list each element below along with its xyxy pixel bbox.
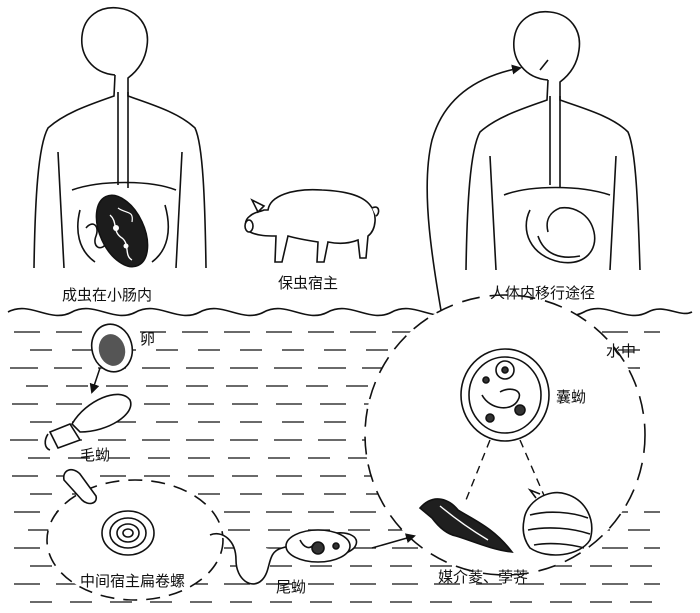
connector-to-chestnut bbox=[519, 439, 547, 501]
cercaria-icon bbox=[209, 529, 358, 585]
label-miracidium: 毛蚴 bbox=[80, 446, 111, 464]
egg-to-miracidium-arrow bbox=[89, 367, 101, 394]
ingestion-arrow bbox=[426, 64, 522, 346]
label-egg: 卵 bbox=[140, 330, 156, 348]
adult-fluke-icon bbox=[95, 194, 149, 268]
water-chestnut-icon bbox=[522, 488, 593, 556]
label-metacercaria: 囊蚴 bbox=[556, 388, 587, 406]
label-vector-plants: 媒介菱、荸荠 bbox=[438, 568, 529, 586]
label-adult-in-intestine: 成虫在小肠内 bbox=[62, 286, 153, 304]
pig-icon bbox=[244, 188, 380, 263]
metacercaria-icon bbox=[460, 348, 550, 442]
label-cercaria: 尾蚴 bbox=[276, 578, 307, 596]
connector-to-caltrop bbox=[465, 439, 491, 501]
human-figure-right bbox=[465, 11, 641, 271]
sporocyst-icon bbox=[62, 468, 98, 505]
snail-icon bbox=[101, 510, 155, 556]
label-intermediate-host-snail: 中间宿主扁卷螺 bbox=[80, 572, 186, 590]
human-figure-left bbox=[33, 7, 207, 269]
egg-icon bbox=[90, 323, 134, 373]
cercaria-to-plants-arrow bbox=[371, 533, 416, 549]
miracidium-icon bbox=[44, 393, 132, 451]
label-reservoir-host: 保虫宿主 bbox=[278, 274, 339, 292]
label-water: 水中 bbox=[606, 342, 637, 360]
water-surface-line bbox=[7, 307, 693, 317]
label-human-migration-route: 人体内移行途径 bbox=[490, 284, 596, 302]
water-caltrop-icon bbox=[418, 498, 514, 553]
